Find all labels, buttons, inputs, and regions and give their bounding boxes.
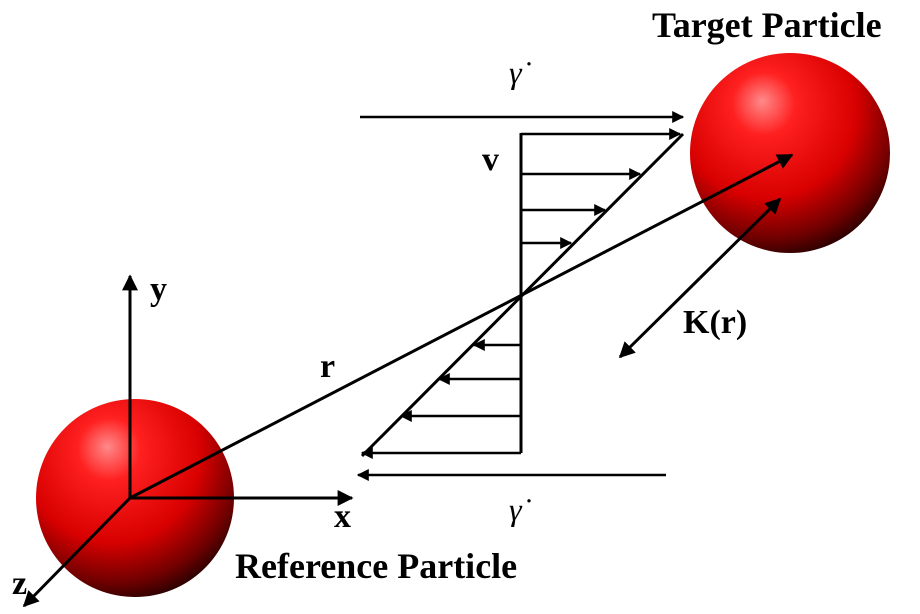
z-axis-label: z [12, 565, 27, 602]
kernel-arrow-upper [698, 197, 782, 280]
velocity-label: v [482, 141, 499, 178]
kernel-label: K(r) [683, 304, 747, 341]
shear-rate-top-label: γ̇ [509, 54, 532, 90]
velocity-profile-line [360, 132, 685, 458]
velocity-arrows-upper [521, 128, 682, 249]
separation-vector-arrow [129, 153, 794, 500]
z-axis-arrow [22, 496, 132, 608]
reference-particle-label: Reference Particle [235, 546, 517, 586]
target-particle-sphere [690, 53, 890, 253]
velocity-arrows-lower [360, 339, 521, 459]
x-axis-label: x [334, 498, 351, 535]
y-axis-label: y [150, 271, 167, 308]
separation-vector-label: r [320, 348, 335, 385]
target-particle-label: Target Particle [652, 5, 882, 45]
kernel-arrow [618, 276, 702, 359]
shear-rate-bottom-label: γ̇ [509, 491, 532, 527]
